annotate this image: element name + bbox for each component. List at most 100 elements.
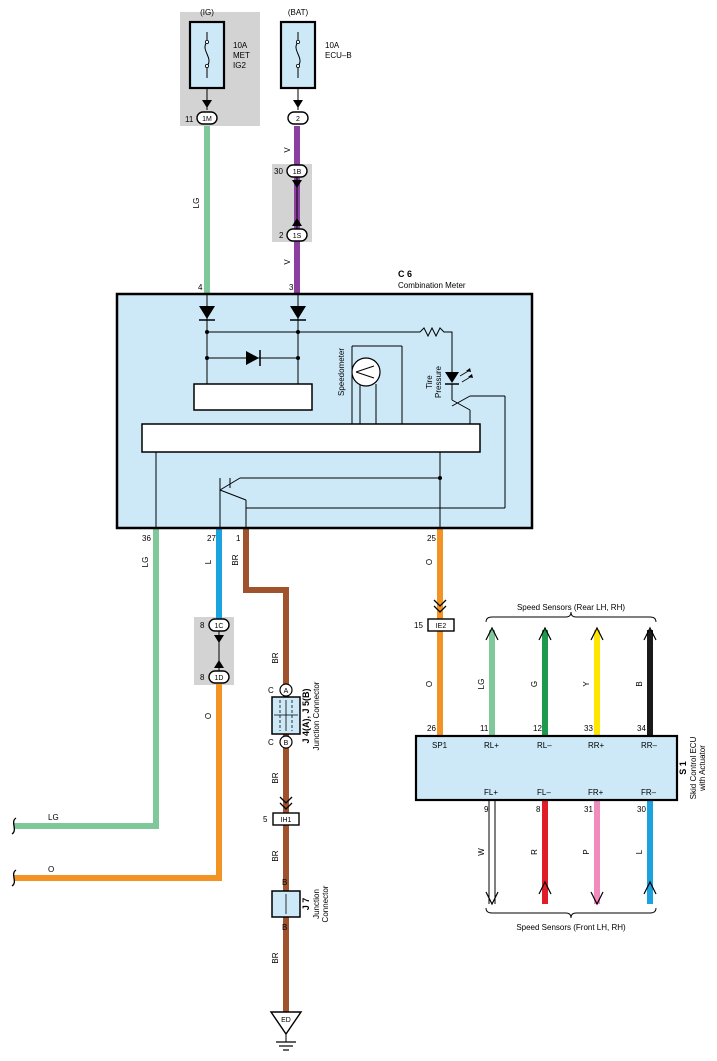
meter-cpu-block [141,423,481,453]
ecu-top-pin-4: 34 [637,724,646,733]
ecu-top-pin-1: 11 [480,724,489,733]
front-sensor-bracket [485,907,657,919]
wire-fr-plus-label: P [582,849,591,854]
front-sensors-title: Speed Sensors (Front LH, RH) [516,923,626,932]
connector-1b-label: 1B [293,169,302,176]
wire-o2-label: O [204,713,213,719]
ecu-code: S 1 [678,761,688,775]
meter-pin-1: 1 [236,534,241,543]
wire-br [243,528,289,1012]
wire-rl-plus-label: LG [477,679,486,690]
wire-br4-label: BR [271,850,280,861]
junction-j7-name2: Connector [321,885,330,922]
connector-1d-label: 1D [215,675,224,682]
wire-rl-minus-label: G [530,681,539,687]
wire-v2-label: V [283,259,292,265]
met-fuse-name: MET [233,51,250,60]
wire-o3-label: O [425,681,434,687]
ecu-top-label-1: RL+ [484,741,499,750]
ecu-fuse-arrow [293,100,303,108]
meter-diode-ig [199,306,215,319]
tire-label: Tire [425,375,434,389]
ecu-bot-pin-2: 31 [584,805,593,814]
ecu-top-label-0: SP1 [432,741,448,750]
connector-ih1-pin: 5 [263,815,268,824]
junction-pin-a-side: C [268,686,274,695]
ecu-name2: with Actuator [698,745,707,792]
combination-meter [115,292,534,530]
meter-pin-36: 36 [142,534,151,543]
met-fuse-element [204,41,210,67]
ecu-bot-label-2: FR+ [588,788,604,797]
wire-rr-minus-label: B [635,681,644,686]
meter-name: Combination Meter [398,281,466,290]
wire-rr-plus-label: Y [582,681,591,687]
junction-pin-b [279,735,293,749]
rear-sensor-arrows [485,626,657,641]
connector-1m-label: 1M [202,116,212,123]
connector-1c-label: 1C [215,623,224,630]
connector-1c-pin: 8 [200,621,205,630]
wire-fl-minus-label: R [530,849,539,855]
meter-diode-bat [290,306,306,319]
meter-pin-27: 27 [207,534,216,543]
wire-br5-label: BR [271,952,280,963]
meter-pin-4: 4 [198,283,203,292]
connector-2-label: 2 [296,116,300,123]
fuse-ig-label: (IG) [200,8,214,17]
rear-sensors-title: Speed Sensors (Rear LH, RH) [517,603,625,612]
ecu-bot-label-3: FR– [641,788,657,797]
junction-pin-a [279,683,293,697]
junction-j4-name: Junction Connector [312,681,321,750]
rear-sensor-bracket [485,611,657,623]
meter-pin-3: 3 [289,283,294,292]
ecu-bot-pin-1: 8 [536,805,541,814]
meter-diode-mid [246,351,259,365]
wire-br-mid-label: BR [231,554,240,565]
connector-1s-pin: 2 [279,231,284,240]
speedometer-label: Speedometer [337,348,346,396]
connector-2 [287,111,309,125]
wire-o-out-label: O [48,865,54,874]
j7-b-bot: B [282,923,287,932]
ecu-top-pin-3: 33 [584,724,593,733]
ecu-name1: Skid Control ECU [689,736,698,799]
junction-j4-code: J 4(A), J 5(B) [301,688,311,743]
tire-pressure-led [445,372,459,383]
wire-lg-top-label: LG [192,198,201,209]
wire-fl-plus-label: W [477,848,486,856]
connector-1d-pin: 8 [200,673,205,682]
junction-pin-b-side: C [268,738,274,747]
wire-lg-out-label: LG [48,813,59,822]
fuse-bat-label: (BAT) [288,8,309,17]
front-sensor-arrows [485,880,657,906]
met-fuse-ig2: IG2 [233,61,246,70]
connector-ih1 [272,812,300,826]
speedometer-gauge [351,357,381,387]
ground-ed [269,1011,303,1036]
break-o-icon [11,869,17,887]
wire-lg-mid-label: LG [141,557,150,568]
wire-br2-label: BR [271,652,280,663]
ecu-top-pin-0: 26 [427,724,436,733]
junction-j7-name1: Junction [312,889,321,919]
ecu-top-pin-2: 12 [533,724,542,733]
junction-j7-code: J 7 [301,898,311,911]
pressure-label: Pressure [434,365,443,398]
ecu-fuse-element [295,41,301,67]
ground-ed-label: ED [281,1017,291,1024]
break-lg-icon [11,817,17,835]
met-fuse-amp: 10A [233,41,248,50]
connector-1s-label: 1S [293,233,302,240]
wire-l-mid-label: L [204,559,213,564]
ecu-top-label-2: RL– [537,741,552,750]
wire-br3-label: BR [271,772,280,783]
wire-o-out [14,684,222,881]
connector-1m-pin: 11 [185,115,194,124]
connector-ie2-pin: 15 [414,621,423,630]
connector-ie2 [427,618,455,632]
wire-lg-out [14,528,159,829]
j7-b-top: B [282,878,287,887]
ecu-top-label-4: RR– [641,741,658,750]
